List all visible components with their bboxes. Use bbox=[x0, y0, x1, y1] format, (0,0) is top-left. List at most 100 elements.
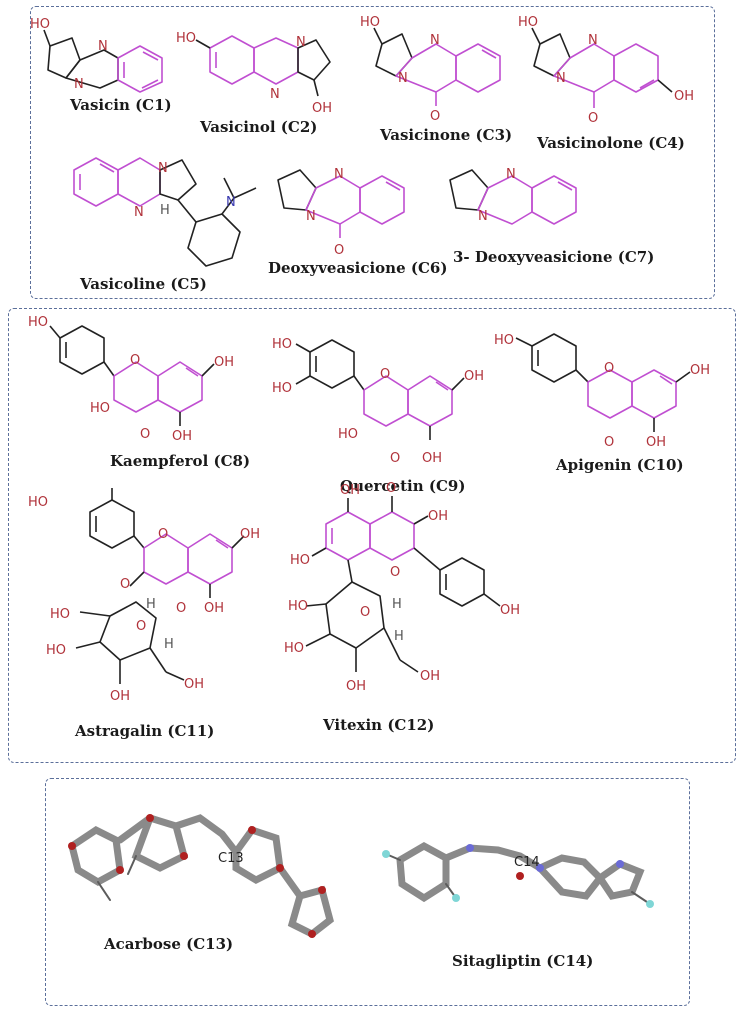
atom-c2-oh: OH bbox=[312, 101, 332, 116]
c13-inline-tag: C13 bbox=[218, 851, 244, 866]
atom-c6-n2: N bbox=[306, 209, 316, 224]
atom-c9-oh1: OH bbox=[464, 369, 484, 384]
atom-c1-n2: N bbox=[74, 77, 84, 92]
atom-c11-oh1: OH bbox=[240, 527, 260, 542]
atom-c2-n1: N bbox=[296, 35, 306, 50]
atom-c5-n1: N bbox=[158, 161, 168, 176]
atom-c12-ho3: HO bbox=[284, 641, 304, 656]
compound-label-c2: Vasicinol (C2) bbox=[200, 118, 318, 136]
atom-c9-o2: O bbox=[390, 451, 400, 466]
atom-c9-oh2: OH bbox=[422, 451, 442, 466]
structure-c9: HO HO O OH HO O OH bbox=[272, 337, 484, 466]
compound-label-c13: Acarbose (C13) bbox=[104, 935, 234, 953]
atom-c11-ho2: HO bbox=[50, 607, 70, 622]
atom-c8-oh2: OH bbox=[172, 429, 192, 444]
structure-c2: HO N N OH bbox=[176, 31, 332, 116]
atom-c6-n1: N bbox=[334, 167, 344, 182]
atom-c3-n2: N bbox=[398, 71, 408, 86]
atom-c8-o: O bbox=[130, 353, 140, 368]
atom-c8-oh1: OH bbox=[214, 355, 234, 370]
compound-label-c9: Quercetin (C9) bbox=[340, 477, 466, 495]
structure-c7: N N bbox=[449, 167, 577, 225]
compound-label-c5: Vasicoline (C5) bbox=[80, 275, 207, 293]
atom-c12-ho2: HO bbox=[288, 599, 308, 614]
atom-c11-ho: HO bbox=[28, 495, 48, 510]
atom-c12-h2: H bbox=[394, 629, 404, 644]
atom-c7-n2: N bbox=[478, 209, 488, 224]
compound-label-c10: Apigenin (C10) bbox=[556, 456, 684, 474]
atom-c10-oh2: OH bbox=[646, 435, 666, 450]
atom-c7-n1: N bbox=[506, 167, 516, 182]
atom-c8-ho2: HO bbox=[90, 401, 110, 416]
atom-c4-oh: OH bbox=[674, 89, 694, 104]
atom-c4-ho: HO bbox=[518, 15, 538, 30]
structure-c5: N N H N bbox=[73, 157, 257, 267]
compound-label-c4: Vasicinolone (C4) bbox=[537, 134, 685, 152]
atom-c5-n2: N bbox=[134, 205, 144, 220]
atom-c12-h1: H bbox=[392, 597, 402, 612]
structure-c3: HO N N O bbox=[360, 15, 501, 124]
atom-c8-o2: O bbox=[140, 427, 150, 442]
atom-c11-o: O bbox=[158, 527, 168, 542]
structure-c8: HO O OH HO O OH bbox=[28, 315, 234, 444]
atom-c12-oh3: OH bbox=[500, 603, 520, 618]
atom-c12-oh2: OH bbox=[428, 509, 448, 524]
atom-c11-oh2: OH bbox=[204, 601, 224, 616]
atom-c6-o: O bbox=[334, 243, 344, 258]
atom-c4-o: O bbox=[588, 111, 598, 126]
atom-c8-ho: HO bbox=[28, 315, 48, 330]
atom-c11-h1: H bbox=[146, 597, 156, 612]
structure-c14: C14 bbox=[382, 841, 654, 908]
structure-c6: N N O bbox=[277, 167, 405, 258]
atom-c9-o: O bbox=[380, 367, 390, 382]
atom-c1-n1: N bbox=[98, 39, 108, 54]
alkaloids-panel bbox=[30, 6, 715, 299]
atom-c1-ho: HO bbox=[30, 17, 50, 32]
atom-c12-o1: O bbox=[386, 481, 396, 496]
structure-c1: HO N N bbox=[30, 17, 163, 93]
atom-c11-oh3: OH bbox=[110, 689, 130, 704]
atom-c11-h2: H bbox=[164, 637, 174, 652]
atom-c11-oh4: OH bbox=[184, 677, 204, 692]
atom-c9-ho1: HO bbox=[272, 337, 292, 352]
compound-label-c14: Sitagliptin (C14) bbox=[452, 952, 594, 970]
structure-c12: OH O OH HO O OH HO HO O OH OH H H bbox=[284, 481, 520, 694]
atom-c11-o5: O bbox=[136, 619, 146, 634]
structure-c10: HO O OH O OH bbox=[494, 333, 710, 450]
compound-label-c7: 3- Deoxyveasicione (C7) bbox=[453, 248, 655, 266]
atom-c3-o: O bbox=[430, 109, 440, 124]
compound-label-c12: Vitexin (C12) bbox=[323, 716, 435, 734]
compound-label-c3: Vasicinone (C3) bbox=[380, 126, 513, 144]
atom-c10-o2: O bbox=[604, 435, 614, 450]
atom-c11-ho3: HO bbox=[46, 643, 66, 658]
atom-c11-o4: O bbox=[176, 601, 186, 616]
reference-drugs-panel bbox=[45, 778, 690, 1006]
compound-label-c11: Astragalin (C11) bbox=[75, 722, 215, 740]
atom-c12-ho1: HO bbox=[290, 553, 310, 568]
atom-c12-oh1: OH bbox=[340, 483, 360, 498]
compound-label-c8: Kaempferol (C8) bbox=[110, 452, 251, 470]
atom-c2-ho: HO bbox=[176, 31, 196, 46]
c14-inline-tag: C14 bbox=[514, 855, 540, 870]
atom-c5-n3: N bbox=[226, 195, 236, 210]
atom-c10-oh1: OH bbox=[690, 363, 710, 378]
atom-c3-ho: HO bbox=[360, 15, 380, 30]
atom-c12-oh5: OH bbox=[420, 669, 440, 684]
atom-c11-o3: O bbox=[120, 577, 130, 592]
compound-label-c6: Deoxyveasicione (C6) bbox=[268, 259, 448, 277]
atom-c4-n2: N bbox=[556, 71, 566, 86]
atom-c4-n1: N bbox=[588, 33, 598, 48]
flavonoids-panel bbox=[8, 308, 736, 763]
atom-c12-o3: O bbox=[360, 605, 370, 620]
structure-c4: HO N N O OH bbox=[518, 15, 694, 126]
atom-c2-n2: N bbox=[270, 87, 280, 102]
atom-c5-h: H bbox=[160, 203, 170, 218]
atom-c12-o2: O bbox=[390, 565, 400, 580]
structure-c11: HO O OH O O OH H HO HO O OH OH H bbox=[28, 488, 260, 704]
atom-c10-o: O bbox=[604, 361, 614, 376]
structure-c13: C13 bbox=[68, 814, 334, 939]
compound-label-c1: Vasicin (C1) bbox=[70, 96, 172, 114]
atom-c12-oh4: OH bbox=[346, 679, 366, 694]
atom-c9-ho2: HO bbox=[272, 381, 292, 396]
